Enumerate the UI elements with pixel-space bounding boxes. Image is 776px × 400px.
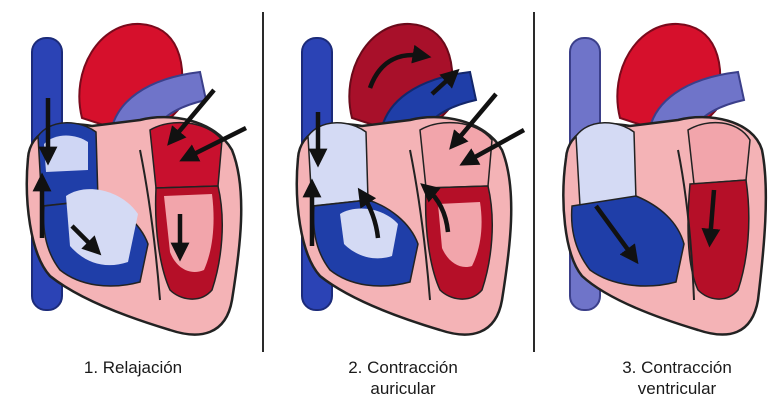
heart-panel-ventricular-contraction [563, 24, 765, 335]
caption-line: 3. Contracción [592, 357, 762, 378]
heart-illustrations [0, 0, 776, 350]
caption-relaxation: 1. Relajación [48, 357, 218, 378]
caption-line: 2. Contracción [318, 357, 488, 378]
heart-panel-relaxation [27, 24, 246, 335]
caption-atrial-contraction: 2. Contracción auricular [318, 357, 488, 399]
caption-line: auricular [318, 378, 488, 399]
panel-divider [262, 12, 264, 352]
panel-divider [533, 12, 535, 352]
caption-ventricular-contraction: 3. Contracción ventricular [592, 357, 762, 399]
caption-line: 1. Relajación [48, 357, 218, 378]
heart-panel-atrial-contraction [297, 24, 524, 335]
caption-line: ventricular [592, 378, 762, 399]
